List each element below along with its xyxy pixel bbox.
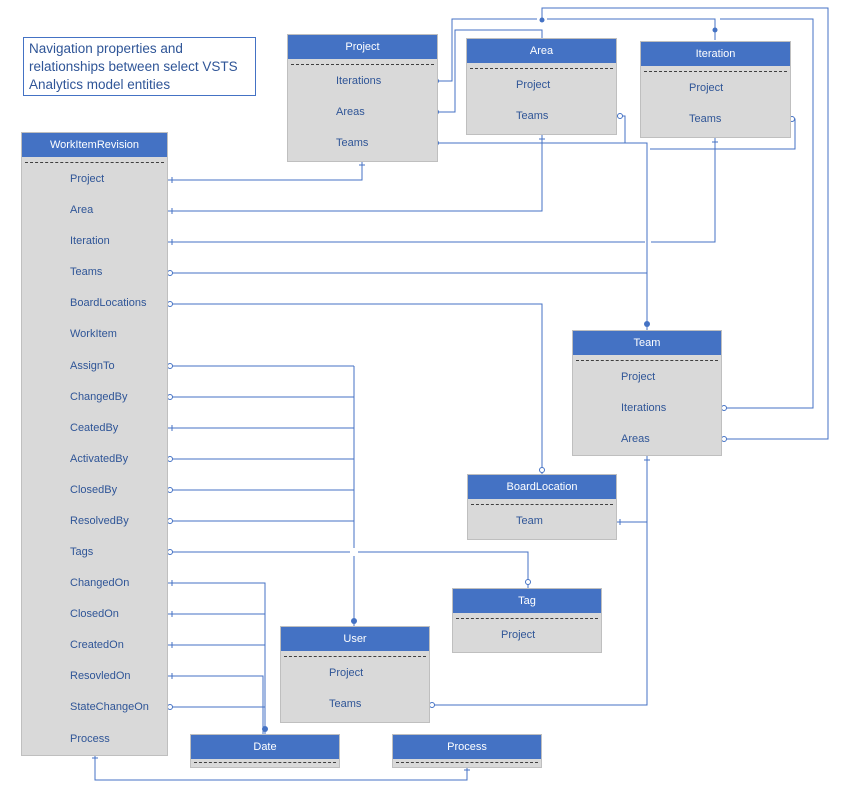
entity-process: Process	[392, 734, 542, 768]
line-team-boardlocation	[617, 456, 648, 523]
property-changedby: ChangedBy	[70, 391, 128, 403]
property-boardlocations: BoardLocations	[70, 297, 147, 309]
line-user-refs	[168, 365, 354, 522]
entity-title: User	[281, 627, 429, 651]
entity-divider	[284, 656, 426, 657]
entity-title: Project	[288, 35, 437, 59]
property-statechangeon: StateChangeOn	[70, 701, 149, 713]
entity-divider	[576, 360, 718, 361]
entity-title: BoardLocation	[468, 475, 616, 499]
property-tags: Tags	[70, 546, 94, 558]
property-resolvedby: ResolvedBy	[70, 515, 129, 527]
entity-title: Area	[467, 39, 616, 63]
line-team-iterations	[720, 18, 814, 409]
property-project: Project	[329, 667, 364, 679]
property-createdon: CreatedOn	[70, 639, 124, 651]
property-iterations: Iterations	[336, 75, 382, 87]
line-wir-iteration	[168, 138, 716, 243]
property-project: Project	[70, 173, 105, 185]
line-wir-process	[94, 756, 468, 781]
property-project: Project	[689, 82, 724, 94]
entity-workitemrevision: WorkItemRevision Project Area Iteration …	[21, 132, 168, 756]
property-iterations: Iterations	[621, 402, 667, 414]
property-teams: Teams	[70, 266, 103, 278]
diagram-caption: Navigation properties and relationships …	[23, 37, 256, 96]
entity-divider	[471, 504, 613, 505]
line-team-user	[430, 522, 648, 706]
property-iteration: Iteration	[70, 235, 110, 247]
entity-date: Date	[190, 734, 340, 768]
property-teams: Teams	[329, 698, 362, 710]
property-process: Process	[70, 733, 110, 745]
property-areas: Areas	[621, 433, 650, 445]
entity-boardlocation: BoardLocation Team	[467, 474, 617, 540]
entity-title: Tag	[453, 589, 601, 613]
entity-title: Iteration	[641, 42, 790, 66]
entity-divider	[25, 162, 164, 163]
property-closedon: ClosedOn	[70, 608, 119, 620]
entity-divider	[396, 762, 538, 763]
property-activatedby: ActivatedBy	[70, 453, 129, 465]
property-teams: Teams	[336, 137, 369, 149]
line-date-refs	[168, 582, 266, 734]
line-project-iterations	[438, 18, 716, 82]
property-workitem: WorkItem	[70, 328, 117, 340]
property-teams: Teams	[689, 113, 722, 125]
entity-divider	[194, 762, 336, 763]
entity-title: Date	[191, 735, 339, 759]
entity-divider	[456, 618, 598, 619]
property-areas: Areas	[336, 106, 365, 118]
entity-divider	[291, 64, 434, 65]
property-project: Project	[501, 629, 536, 641]
entity-divider	[470, 68, 613, 69]
entity-iteration: Iteration Project Teams	[640, 41, 791, 138]
line-project-teams	[438, 142, 648, 330]
entity-divider	[644, 71, 787, 72]
property-team: Team	[516, 515, 543, 527]
entity-tag: Tag Project	[452, 588, 602, 653]
property-project: Project	[516, 79, 551, 91]
line-area-teams	[617, 115, 626, 143]
entity-title: WorkItemRevision	[22, 133, 167, 157]
entity-project: Project Iterations Areas Teams	[287, 34, 438, 162]
line-project-areas	[438, 29, 543, 113]
entity-title: Process	[393, 735, 541, 759]
line-wir-tags	[168, 551, 529, 588]
property-project: Project	[621, 371, 656, 383]
property-closedby: ClosedBy	[70, 484, 118, 496]
property-assignto: AssignTo	[70, 360, 115, 372]
property-teams: Teams	[516, 110, 549, 122]
entity-team: Team Project Iterations Areas	[572, 330, 722, 456]
property-changedon: ChangedOn	[70, 577, 130, 589]
line-team-areas	[541, 7, 829, 440]
line-wir-project	[168, 162, 363, 181]
property-ceatedby: CeatedBy	[70, 422, 119, 434]
entity-area: Area Project Teams	[466, 38, 617, 135]
property-area: Area	[70, 204, 94, 216]
line-wir-boardlocations	[168, 303, 543, 474]
entity-title: Team	[573, 331, 721, 355]
entity-user: User Project Teams	[280, 626, 430, 723]
line-wir-area	[168, 135, 543, 212]
property-resovledon: ResovledOn	[70, 670, 131, 682]
